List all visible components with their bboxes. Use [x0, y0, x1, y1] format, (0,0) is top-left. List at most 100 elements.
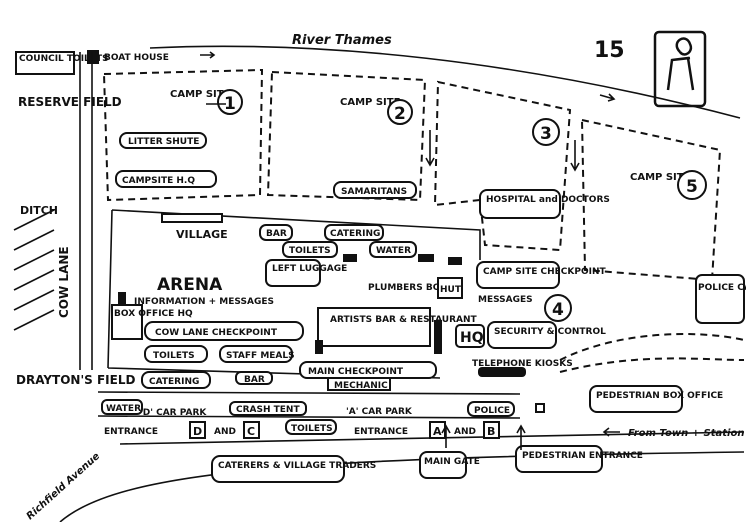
svg-text:COUNCIL TOILETS: COUNCIL TOILETS: [19, 54, 109, 64]
boat-house-label: BOAT HOUSE: [104, 53, 169, 63]
village-label: VILLAGE: [176, 228, 228, 241]
and-label: AND: [454, 427, 476, 437]
svg-text:ARTISTS BAR & RESTAURANT: ARTISTS BAR & RESTAURANT: [330, 315, 478, 325]
entrance-a-label: ENTRANCE: [354, 427, 408, 437]
camp-site-number: 4: [552, 300, 564, 320]
pedestrian-entrance-box: PEDESTRIAN ENTRANCE: [515, 445, 643, 473]
svg-text:CATERING: CATERING: [330, 229, 380, 239]
entrance-c-box: [243, 421, 260, 439]
hq-label: HQ: [460, 330, 484, 346]
and-label: AND: [214, 427, 236, 437]
water-top-box: WATER: [369, 241, 417, 258]
hut-box: [437, 277, 463, 299]
litter-shute-box: LITTER SHUTE: [119, 132, 207, 149]
caterers-box: CATERERS & VILLAGE TRADERS: [211, 455, 376, 483]
campsite-hq-box: CAMPSITE H.Q: [115, 170, 217, 188]
svg-text:BAR: BAR: [244, 375, 265, 385]
camp-site-3: 3: [433, 80, 572, 252]
b-label: B: [487, 425, 495, 438]
river-label: River Thames: [292, 33, 392, 48]
catering-left-box: CATERING: [141, 371, 211, 389]
svg-text:BOX OFFICE HQ: BOX OFFICE HQ: [114, 309, 193, 319]
entrance-d-label: ENTRANCE: [104, 427, 158, 437]
cow-lane-road: [79, 52, 93, 370]
ditch-hatching: [13, 209, 55, 331]
cow-lane-label: COW LANE: [57, 246, 71, 318]
svg-text:TOILETS: TOILETS: [153, 351, 195, 361]
hq-box: HQ: [455, 324, 485, 348]
draytons-field-label: DRAYTON'S FIELD: [16, 373, 135, 387]
svg-text:TOILETS: TOILETS: [291, 424, 333, 434]
main-checkpoint-box: MAIN CHECKPOINT: [299, 361, 437, 379]
from-town-label: From Town + Station: [628, 428, 744, 439]
artists-bar-box: ARTISTS BAR & RESTAURANT: [317, 307, 478, 347]
svg-text:BAR: BAR: [266, 229, 287, 239]
svg-text:TOILETS: TOILETS: [289, 246, 331, 256]
svg-text:CAMPSITE H.Q: CAMPSITE H.Q: [122, 176, 195, 186]
camp-site-label: CAMP SITE: [340, 97, 401, 108]
left-luggage-box: LEFT LUGGAGE: [265, 259, 347, 287]
entrance-a-box: [429, 421, 446, 439]
facility-block: [315, 340, 323, 354]
police-box: POLICE: [467, 401, 515, 417]
facility-block: [343, 254, 357, 262]
facility-block: [418, 254, 434, 262]
svg-text:LEFT LUGGAGE: LEFT LUGGAGE: [272, 264, 347, 274]
path-arrow: [570, 140, 580, 172]
mechanic-box: MECHANIC: [327, 377, 391, 391]
telephone-kiosk-block: [478, 367, 526, 377]
svg-text:POLICE CAR PARK: POLICE CAR PARK: [698, 283, 746, 293]
river-flow-arrow: [200, 51, 216, 59]
bar-bottom-box: BAR: [235, 371, 273, 385]
svg-text:POLICE: POLICE: [474, 406, 510, 416]
svg-text:WATER: WATER: [376, 246, 411, 256]
box-office-hq-box: BOX OFFICE HQ: [111, 304, 193, 340]
police-car-park-box: POLICE CAR PARK: [695, 274, 746, 324]
d-label: D: [193, 425, 202, 438]
page-number: 15: [594, 38, 625, 63]
a-label: A: [433, 425, 442, 438]
council-toilets-label: COUNCIL TOILETS: [19, 54, 109, 64]
svg-text:LITTER SHUTE: LITTER SHUTE: [128, 137, 199, 147]
svg-text:PEDESTRIAN ENTRANCE: PEDESTRIAN ENTRANCE: [522, 451, 643, 461]
hospital-box: HOSPITAL and DOCTORS: [479, 189, 610, 219]
reserve-field-label: RESERVE FIELD: [18, 95, 122, 109]
svg-text:CATERING: CATERING: [149, 377, 199, 387]
camp-site-number: 3: [540, 124, 552, 144]
car-park-boundary: [97, 391, 521, 419]
main-gate-box: MAIN GATE: [419, 451, 480, 479]
council-toilets: COUNCIL TOILETS: [15, 51, 109, 75]
a-car-park-label: 'A' CAR PARK: [346, 407, 413, 417]
toilets-top-box: TOILETS: [282, 241, 338, 258]
camp-site-5: CAMP SITE 5: [580, 118, 722, 282]
box-office-marker: [535, 403, 545, 413]
water-bottom-box: WATER: [101, 399, 143, 415]
plumbers-box-label: PLUMBERS BOX: [368, 283, 447, 293]
svg-text:CATERERS & VILLAGE TRADERS: CATERERS & VILLAGE TRADERS: [218, 461, 376, 471]
toilets-bottom-box: TOILETS: [285, 419, 337, 435]
samaritans-box: SAMARITANS: [333, 181, 417, 199]
information-messages-label: INFORMATION + MESSAGES: [134, 297, 274, 307]
svg-text:STAFF MEALS: STAFF MEALS: [226, 351, 295, 361]
entrance-d-box: [189, 421, 206, 439]
facility-block: [448, 257, 462, 265]
svg-text:SAMARITANS: SAMARITANS: [341, 187, 407, 197]
svg-text:MAIN GATE: MAIN GATE: [424, 457, 480, 467]
staff-meals-box: STAFF MEALS: [219, 345, 295, 363]
village-marker: VILLAGE: [161, 213, 228, 241]
crash-tent-box: CRASH TENT: [229, 401, 307, 416]
camp-site-number: 2: [394, 104, 406, 124]
security-control-box: SECURITY & CONTROL: [487, 321, 606, 349]
hut-label: HUT: [440, 285, 462, 295]
d-car-park-label: 'D' CAR PARK: [140, 408, 207, 418]
svg-text:WATER: WATER: [106, 404, 141, 414]
festival-logo: [653, 30, 707, 108]
river-bank: [149, 45, 741, 119]
svg-text:CAMP SITE CHECKPOINT: CAMP SITE CHECKPOINT: [483, 267, 606, 277]
camp-site-1: CAMP SITE 1: [102, 68, 264, 202]
c-label: C: [247, 425, 255, 438]
camp-site-label: CAMP SITE: [170, 89, 231, 100]
camp-site-number: 5: [686, 177, 698, 197]
arena-label: ARENA: [157, 275, 223, 295]
entrance-b-box: [483, 421, 500, 439]
